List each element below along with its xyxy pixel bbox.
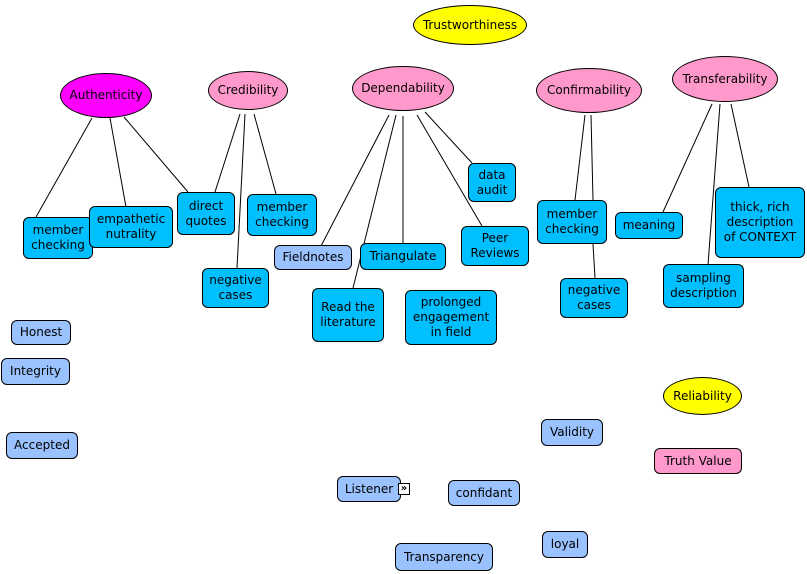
concept-empathetic-nutrality[interactable]: empathetic nutrality	[89, 206, 173, 248]
concept-peer-reviews[interactable]: Peer Reviews	[461, 226, 529, 266]
concept-transferability[interactable]: Transferability	[672, 56, 778, 102]
concept-credibility-negative-cases[interactable]: negative cases	[202, 268, 269, 308]
link-transferability-meaning	[662, 103, 713, 213]
link-transferability-sampling	[707, 103, 721, 266]
concept-credibility-member-checking[interactable]: member checking	[247, 194, 317, 236]
double-chevron-right-icon[interactable]: »	[398, 483, 410, 495]
link-credibility-member-checking	[253, 113, 277, 195]
link-confirmability-member-checking-a	[574, 114, 586, 201]
link-confirmability-member-checking-b	[590, 114, 594, 201]
link-authenticity-direct-quotes	[123, 116, 189, 193]
concept-trustworthiness[interactable]: Trustworthiness	[413, 5, 527, 45]
concept-confirmability-member-checking[interactable]: member checking	[537, 200, 607, 244]
link-transferability-thick-description	[730, 103, 750, 188]
concept-data-audit[interactable]: data audit	[468, 163, 516, 202]
concept-read-the-literature[interactable]: Read the literature	[312, 288, 384, 342]
concept-loyal[interactable]: loyal	[542, 531, 588, 558]
concept-honest[interactable]: Honest	[11, 320, 71, 345]
concept-fieldnotes[interactable]: Fieldnotes	[274, 245, 352, 270]
concept-integrity[interactable]: Integrity	[1, 358, 70, 385]
concept-confirmability-negative-cases[interactable]: negative cases	[560, 278, 628, 318]
concept-meaning[interactable]: meaning	[615, 212, 683, 239]
concept-truth-value[interactable]: Truth Value	[654, 448, 742, 474]
link-dependability-peer-reviews	[416, 114, 483, 227]
concept-prolonged-engagement[interactable]: prolonged engagement in field	[405, 290, 497, 345]
link-authenticity-empathetic-nutrality	[109, 117, 127, 208]
concept-dependability[interactable]: Dependability	[352, 66, 454, 111]
concept-thick-rich-description[interactable]: thick, rich description of CONTEXT	[715, 187, 805, 258]
concept-credibility[interactable]: Credibility	[208, 71, 288, 110]
concept-transparency[interactable]: Transparency	[395, 543, 493, 571]
concept-confidant[interactable]: confidant	[448, 480, 520, 506]
link-credibility-negative-cases	[236, 113, 246, 269]
concept-accepted[interactable]: Accepted	[6, 432, 78, 459]
link-confirmability-negative-cases	[592, 243, 596, 279]
link-credibility-direct-quotes	[214, 113, 241, 193]
concept-sampling-description[interactable]: sampling description	[663, 264, 744, 308]
concept-authenticity-member-checking[interactable]: member checking	[23, 217, 93, 259]
concept-triangulate[interactable]: Triangulate	[360, 243, 446, 270]
concept-reliability[interactable]: Reliability	[663, 377, 742, 415]
link-dependability-fieldnotes	[320, 114, 390, 247]
concept-confirmability[interactable]: Confirmability	[536, 68, 642, 113]
link-dependability-data-audit	[424, 111, 473, 164]
concept-authenticity[interactable]: Authenticity	[60, 73, 152, 118]
concept-validity[interactable]: Validity	[541, 419, 603, 446]
concept-listener[interactable]: Listener	[337, 476, 401, 502]
concept-direct-quotes[interactable]: direct quotes	[177, 192, 235, 235]
link-authenticity-member-checking	[35, 117, 93, 218]
